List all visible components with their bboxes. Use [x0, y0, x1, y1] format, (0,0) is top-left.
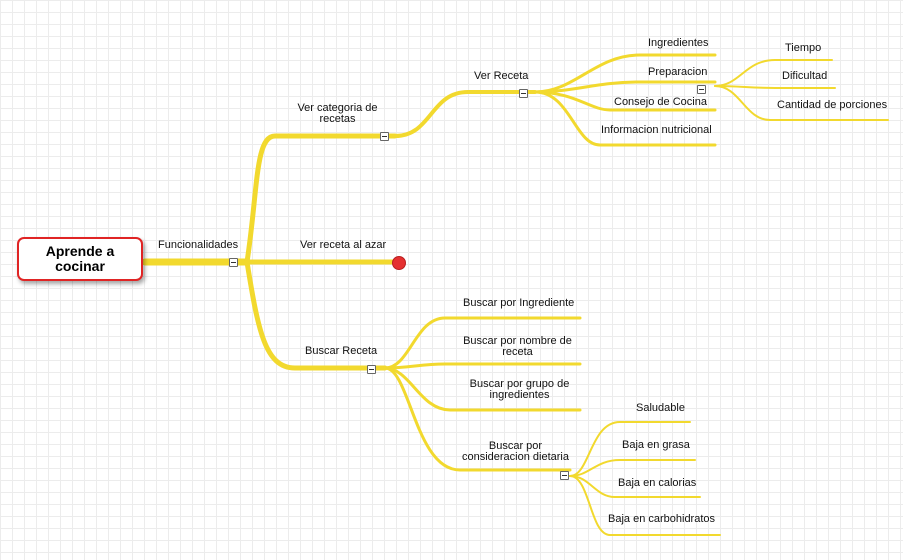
connector-ver-receta [393, 90, 537, 138]
connector-baja-carbohidratos [569, 475, 721, 536]
node-informacion-nutricional[interactable]: Informacion nutricional [601, 124, 712, 136]
root-node[interactable]: Aprende a cocinar [17, 237, 143, 281]
node-baja-calorias[interactable]: Baja en calorias [618, 477, 697, 489]
end-dot-marker[interactable] [392, 256, 406, 270]
connector-tiempo [714, 59, 833, 87]
root-label: Aprende a cocinar [45, 243, 115, 274]
node-ver-categoria[interactable]: Ver categoria de recetas [297, 102, 378, 125]
connector-porciones [714, 85, 889, 121]
node-ver-receta-azar[interactable]: Ver receta al azar [300, 239, 387, 251]
node-buscar-dietaria[interactable]: Buscar por consideracion dietaria [461, 440, 569, 463]
connector-informacion [533, 90, 717, 147]
connector-buscar-dietaria [383, 366, 572, 472]
connector-saludable [569, 421, 691, 477]
branch-label-funcionalidades[interactable]: Funcionalidades [158, 239, 239, 251]
connector-buscar-ingrediente [383, 316, 582, 370]
node-buscar-grupo[interactable]: Buscar por grupo de ingredientes [469, 378, 570, 401]
node-tiempo[interactable]: Tiempo [785, 42, 822, 54]
node-dificultad[interactable]: Dificultad [782, 70, 828, 82]
connector-categories [244, 133, 398, 265]
node-ingredientes[interactable]: Ingredientes [648, 37, 709, 49]
node-baja-carbohidratos[interactable]: Baja en carbohidratos [608, 513, 716, 525]
node-cantidad-porciones[interactable]: Cantidad de porciones [777, 99, 888, 111]
collapse-toggle-ver-receta[interactable] [519, 89, 528, 98]
node-preparacion[interactable]: Preparacion [648, 66, 708, 78]
connector-consejo [533, 90, 717, 112]
node-buscar-ingrediente[interactable]: Buscar por Ingrediente [463, 297, 575, 309]
connector-baja-grasa [569, 459, 696, 477]
connector-buscar-grupo [383, 366, 582, 412]
connector-buscar [244, 259, 388, 371]
node-baja-grasa[interactable]: Baja en grasa [622, 439, 690, 451]
node-ver-receta[interactable]: Ver Receta [474, 70, 529, 82]
collapse-toggle-funcionalidades[interactable] [229, 258, 238, 267]
collapse-toggle-preparacion[interactable] [697, 85, 706, 94]
node-consejo-cocina[interactable]: Consejo de Cocina [614, 96, 707, 108]
collapse-toggle-categorias[interactable] [380, 132, 389, 141]
node-buscar-receta[interactable]: Buscar Receta [305, 345, 378, 357]
connector-buscar-nombre [383, 362, 582, 370]
node-buscar-nombre[interactable]: Buscar por nombre de receta [463, 335, 572, 358]
connector-dificultad [714, 85, 836, 89]
collapse-toggle-dietaria[interactable] [560, 471, 569, 480]
node-saludable[interactable]: Saludable [636, 402, 685, 414]
collapse-toggle-buscar[interactable] [367, 365, 376, 374]
